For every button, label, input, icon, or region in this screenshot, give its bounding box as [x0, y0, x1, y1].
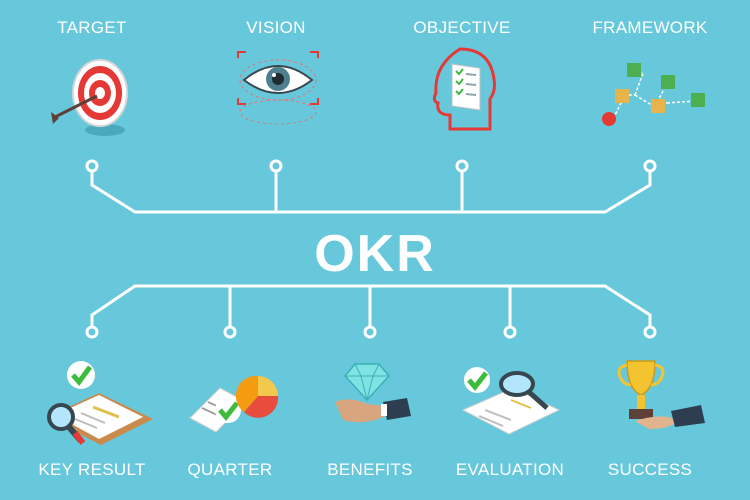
eye-icon — [237, 51, 319, 125]
top-connector-path — [90, 170, 652, 214]
diagram-title: OKR — [314, 225, 436, 283]
label-objective: OBJECTIVE — [413, 18, 511, 37]
trophy-hand-icon — [617, 360, 705, 429]
label-target: TARGET — [57, 18, 127, 37]
magnifier-document-icon — [47, 361, 153, 445]
label-benefits: BENEFITS — [327, 460, 413, 479]
label-quarter: QUARTER — [187, 460, 273, 479]
node-evaluation — [503, 325, 517, 339]
label-evaluation: EVALUATION — [455, 460, 565, 479]
diamond-hand-icon — [335, 363, 411, 423]
node-target — [85, 159, 99, 173]
node-quarter — [223, 325, 237, 339]
node-benefits — [363, 325, 377, 339]
label-vision: VISION — [246, 18, 306, 37]
calendar-piechart-icon — [189, 375, 279, 433]
framework-blocks-icon — [602, 63, 705, 126]
head-checklist-icon — [432, 47, 496, 131]
node-framework — [643, 159, 657, 173]
label-success: SUCCESS — [607, 460, 693, 479]
node-objective — [455, 159, 469, 173]
node-vision — [269, 159, 283, 173]
node-key-result — [85, 325, 99, 339]
label-key-result: KEY RESULT — [38, 460, 146, 479]
target-icon — [51, 59, 128, 136]
label-framework: FRAMEWORK — [592, 18, 708, 37]
evaluation-document-icon — [461, 367, 561, 435]
node-success — [643, 325, 657, 339]
